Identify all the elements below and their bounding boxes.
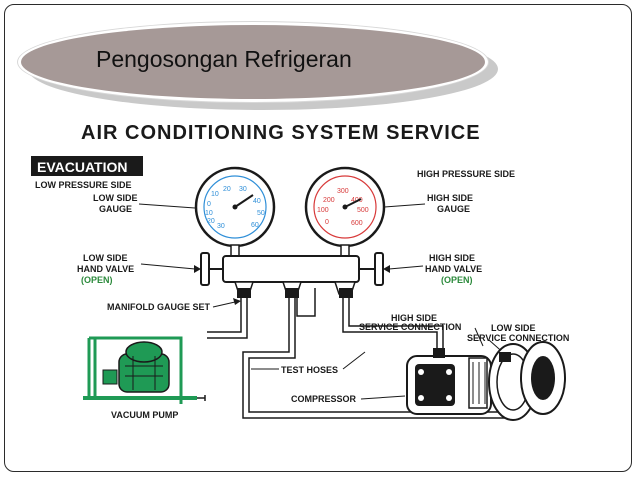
manifold-arrow bbox=[233, 298, 241, 305]
high-scale-4: 100 bbox=[317, 207, 329, 214]
low-valve-leader bbox=[140, 263, 196, 270]
test-hoses-leader-2 bbox=[342, 351, 366, 370]
compressor-label: COMPRESSOR bbox=[291, 394, 357, 404]
high-side-gauge-label-2: GAUGE bbox=[437, 204, 470, 214]
low-hand-valve-knob bbox=[200, 252, 210, 286]
low-pressure-side-label: LOW PRESSURE SIDE bbox=[35, 180, 132, 190]
vacuum-pump-label: VACUUM PUMP bbox=[111, 410, 178, 420]
test-hoses-label: TEST HOSES bbox=[281, 365, 338, 375]
section-tag-box bbox=[31, 156, 143, 176]
title-ellipse bbox=[18, 22, 488, 102]
high-service-leader bbox=[474, 327, 484, 347]
low-side-gauge: 10 20 30 0 40 10 50 20 60 30 bbox=[194, 166, 276, 248]
low-side-gauge-label-1: LOW SIDE bbox=[93, 193, 138, 203]
low-valve-state: (OPEN) bbox=[81, 275, 113, 285]
low-scale-3: 30 bbox=[239, 186, 247, 193]
compressor-leader bbox=[360, 395, 406, 400]
manifold-leader bbox=[212, 301, 236, 308]
high-scale-2: 200 bbox=[323, 197, 335, 204]
slide-title: Pengosongan Refrigeran bbox=[96, 46, 352, 72]
diagram-heading: AIR CONDITIONING SYSTEM SERVICE bbox=[81, 122, 481, 144]
low-gauge-needle bbox=[234, 194, 254, 208]
manifold-gauge-set-label: MANIFOLD GAUGE SET bbox=[107, 302, 211, 312]
low-service-connection-label-1: LOW SIDE bbox=[491, 323, 536, 333]
high-hand-valve-label-2: HAND VALVE bbox=[425, 264, 482, 274]
vacuum-pump bbox=[83, 336, 206, 404]
high-service-connection-label-2: SERVICE CONNECTION bbox=[359, 322, 461, 332]
low-scale-10: 30 bbox=[217, 223, 225, 230]
high-side-gauge-label-1: HIGH SIDE bbox=[427, 193, 473, 203]
low-scale-5: 40 bbox=[253, 198, 261, 205]
low-scale-7: 50 bbox=[257, 210, 265, 217]
high-valve-leader bbox=[388, 265, 424, 270]
ac-service-diagram: AIR CONDITIONING SYSTEM SERVICE EVACUATI… bbox=[29, 116, 589, 436]
low-hand-valve-label-2: HAND VALVE bbox=[77, 264, 134, 274]
high-valve-state: (OPEN) bbox=[441, 275, 473, 285]
low-scale-8: 20 bbox=[207, 218, 215, 225]
high-hand-valve-knob bbox=[374, 252, 384, 286]
high-scale-6: 0 bbox=[325, 219, 329, 226]
low-scale-6: 10 bbox=[205, 210, 213, 217]
high-scale-5: 500 bbox=[357, 207, 369, 214]
compressor bbox=[406, 341, 566, 421]
section-tag: EVACUATION bbox=[37, 159, 127, 175]
high-gauge-needle bbox=[344, 198, 362, 208]
low-scale-1: 10 bbox=[211, 191, 219, 198]
low-valve-arrow bbox=[194, 265, 201, 273]
high-scale-7: 600 bbox=[351, 220, 363, 227]
high-scale-1: 300 bbox=[337, 188, 349, 195]
high-valve-arrow bbox=[383, 265, 390, 273]
low-scale-2: 20 bbox=[223, 186, 231, 193]
low-hand-valve-label-1: LOW SIDE bbox=[83, 253, 128, 263]
high-service-connection-label-1: HIGH SIDE bbox=[391, 313, 437, 323]
low-service-connection-label-2: SERVICE CONNECTION bbox=[467, 333, 569, 343]
high-hand-valve-label-1: HIGH SIDE bbox=[429, 253, 475, 263]
high-side-gauge: 300 200 400 100 500 0 600 bbox=[304, 166, 386, 248]
low-gauge-leader bbox=[138, 203, 196, 209]
low-side-gauge-label-2: GAUGE bbox=[99, 204, 132, 214]
low-scale-9: 60 bbox=[251, 222, 259, 229]
low-gauge-stem bbox=[230, 244, 240, 257]
high-gauge-stem bbox=[340, 244, 350, 257]
low-scale-4: 0 bbox=[207, 201, 211, 208]
high-pressure-side-label: HIGH PRESSURE SIDE bbox=[417, 169, 515, 179]
